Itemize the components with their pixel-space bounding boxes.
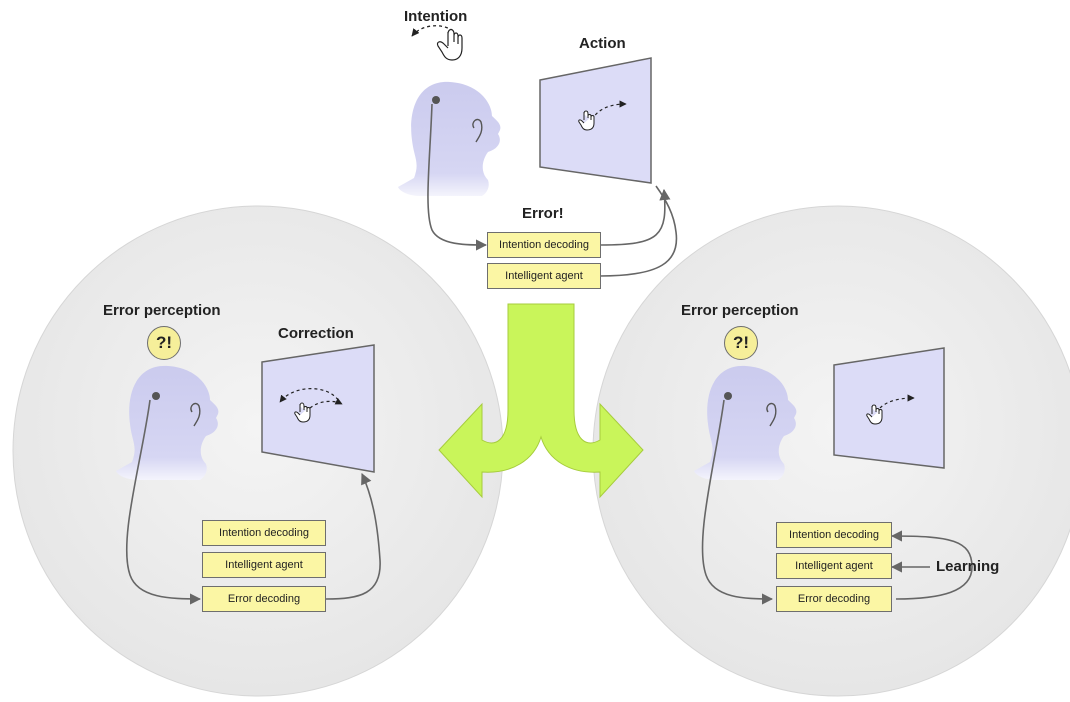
correction-label: Correction [278, 325, 354, 342]
left-error-badge: ?! [147, 326, 181, 360]
left-intelligent-agent-box: Intelligent agent [202, 552, 326, 578]
top-decoder-to-screen-arrow [600, 188, 671, 246]
left-head-to-error-decoding-arrow [125, 399, 202, 605]
right-error-badge: ?! [724, 326, 758, 360]
left-scenario-circle [12, 205, 504, 697]
right-intention-decoding-box: Intention decoding [776, 522, 892, 548]
right-intelligent-agent-box: Intelligent agent [776, 553, 892, 579]
top-agent-to-screen-line [599, 185, 678, 277]
right-screen [833, 347, 945, 469]
learning-loop-to-intention-decoding [890, 530, 973, 600]
left-correction-cursor [279, 388, 343, 423]
right-error-perception-label: Error perception [681, 302, 799, 319]
top-intention-cursor [411, 25, 463, 61]
action-label: Action [579, 35, 626, 52]
top-action-screen [539, 57, 652, 184]
intention-label: Intention [404, 8, 468, 25]
top-head-to-decoder-arrow [427, 103, 488, 251]
top-intelligent-agent-box: Intelligent agent [487, 263, 601, 289]
right-head-to-error-decoding-arrow [701, 399, 774, 605]
right-scenario-circle [592, 205, 1070, 697]
left-error-perception-label: Error perception [103, 302, 221, 319]
right-head [694, 365, 797, 480]
top-head [398, 81, 501, 196]
learning-label: Learning [936, 558, 1000, 575]
split-green-arrow [438, 303, 644, 499]
left-correction-screen [261, 344, 375, 473]
left-error-decoding-to-screen-arrow [325, 472, 381, 600]
right-screen-cursor [866, 394, 915, 425]
left-intention-decoding-box: Intention decoding [202, 520, 326, 546]
top-intention-decoding-box: Intention decoding [487, 232, 601, 258]
left-error-decoding-box: Error decoding [202, 586, 326, 612]
top-screen-cursor [578, 100, 627, 131]
error-label: Error! [522, 205, 564, 222]
right-error-decoding-box: Error decoding [776, 586, 892, 612]
